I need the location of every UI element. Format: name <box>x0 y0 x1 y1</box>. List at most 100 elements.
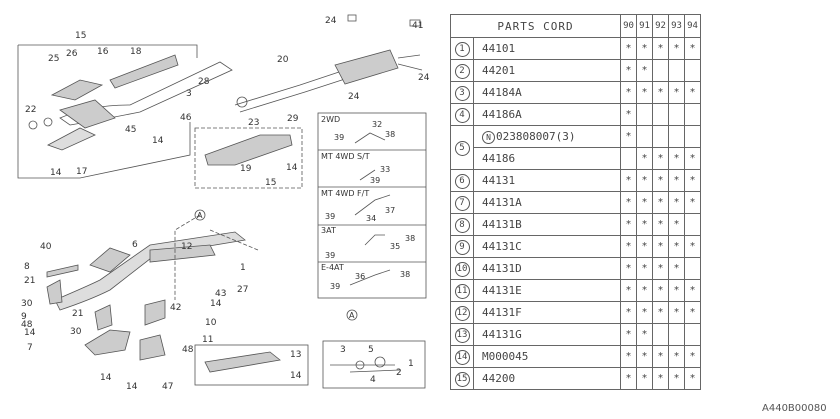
year-cell <box>636 125 653 148</box>
applicable-mark: * <box>673 263 680 274</box>
diagram-drawing <box>17 14 427 389</box>
year-cell: * <box>652 345 669 368</box>
ref-number-cell: 10 <box>450 257 474 280</box>
applicable-mark: * <box>641 329 648 340</box>
ref-number: 1 <box>454 41 470 57</box>
part-code: 44131E <box>482 284 522 297</box>
callout: 6 <box>132 240 138 250</box>
year-cell <box>620 147 637 170</box>
applicable-mark: * <box>673 197 680 208</box>
callout: 41 <box>412 21 423 31</box>
callout: 33 <box>380 165 390 174</box>
part-code: 44131F <box>482 306 522 319</box>
year-cell: * <box>684 345 701 368</box>
year-cell: * <box>620 345 637 368</box>
year-cell: * <box>620 37 637 60</box>
applicable-mark: * <box>657 197 664 208</box>
year-cell: * <box>620 301 637 324</box>
year-cell: * <box>668 235 685 258</box>
applicable-mark: * <box>641 285 648 296</box>
callout: A <box>197 211 203 220</box>
year-cell: * <box>684 147 701 170</box>
year-cell: * <box>636 235 653 258</box>
callout: 42 <box>170 303 181 313</box>
callout: 3 <box>186 89 192 99</box>
part-code: 023808007(3) <box>496 129 576 143</box>
ref-number-cell: 1 <box>450 37 474 60</box>
year-cell: * <box>620 257 637 280</box>
part-code-cell: 44186 <box>473 147 621 170</box>
part-code-cell: 44101 <box>473 37 621 60</box>
ref-number: 13 <box>454 327 470 343</box>
callout: 30 <box>70 327 82 337</box>
applicable-mark: * <box>673 241 680 252</box>
year-cell: * <box>636 213 653 236</box>
applicable-mark: * <box>625 263 632 274</box>
part-code: 44200 <box>482 372 516 385</box>
callout: 23 <box>248 118 259 128</box>
ref-number: 10 <box>454 261 470 277</box>
callout: 5 <box>368 345 374 355</box>
year-cell: * <box>636 323 653 346</box>
callout: 14 <box>50 168 62 178</box>
applicable-mark: * <box>625 307 632 318</box>
year-cell: * <box>620 367 637 390</box>
applicable-mark: * <box>673 219 680 230</box>
variant-label: 2WD <box>321 115 340 124</box>
callout: 36 <box>355 272 365 281</box>
callout: 38 <box>385 130 395 139</box>
year-cell: * <box>652 147 669 170</box>
ref-number-cell: 13 <box>450 323 474 346</box>
ref-number: 2 <box>454 63 470 79</box>
callout: 22 <box>25 105 36 115</box>
callout: 24 <box>418 73 430 83</box>
applicable-mark: * <box>673 43 680 54</box>
part-code: 44131A <box>482 196 522 209</box>
applicable-mark: * <box>641 197 648 208</box>
applicable-mark: * <box>625 65 632 76</box>
applicable-mark: * <box>689 153 696 164</box>
year-cell: * <box>620 169 637 192</box>
part-code-cell: 44201 <box>473 59 621 82</box>
year-cell: * <box>636 301 653 324</box>
part-code: 44101 <box>482 42 516 55</box>
applicable-mark: * <box>641 351 648 362</box>
applicable-mark: * <box>657 285 664 296</box>
callout: 28 <box>198 77 210 87</box>
table-header-row: PARTS CORD 90 91 92 93 94 <box>450 14 701 38</box>
applicable-mark: * <box>673 153 680 164</box>
applicable-mark: * <box>657 153 664 164</box>
variant-label: MT 4WD S/T <box>321 152 370 161</box>
callout: 45 <box>125 125 136 135</box>
applicable-mark: * <box>673 373 680 384</box>
year-cell: * <box>620 235 637 258</box>
ref-number: 12 <box>454 305 470 321</box>
year-cell: * <box>684 191 701 214</box>
year-cell <box>652 323 669 346</box>
year-cell: * <box>652 301 669 324</box>
applicable-mark: * <box>625 329 632 340</box>
ref-number-cell: 7 <box>450 191 474 214</box>
part-code-cell: 44131F <box>473 301 621 324</box>
ref-number-cell: 2 <box>450 59 474 82</box>
year-cell: * <box>668 367 685 390</box>
callout: 14 <box>210 299 222 309</box>
callout: 39 <box>334 133 344 142</box>
applicable-mark: * <box>657 263 664 274</box>
year-cell: * <box>668 345 685 368</box>
year-cell: * <box>684 81 701 104</box>
callout: 15 <box>75 31 86 41</box>
year-cell: * <box>620 59 637 82</box>
callout: 30 <box>21 299 33 309</box>
year-cell: * <box>652 169 669 192</box>
part-code: 44186 <box>482 152 516 165</box>
applicable-mark: * <box>641 153 648 164</box>
year-cell: * <box>668 279 685 302</box>
callout: 8 <box>24 262 30 272</box>
ref-number-cell: 12 <box>450 301 474 324</box>
callout: 4 <box>370 375 376 385</box>
year-cell <box>668 125 685 148</box>
figure-code: A440B00080 <box>762 403 827 414</box>
